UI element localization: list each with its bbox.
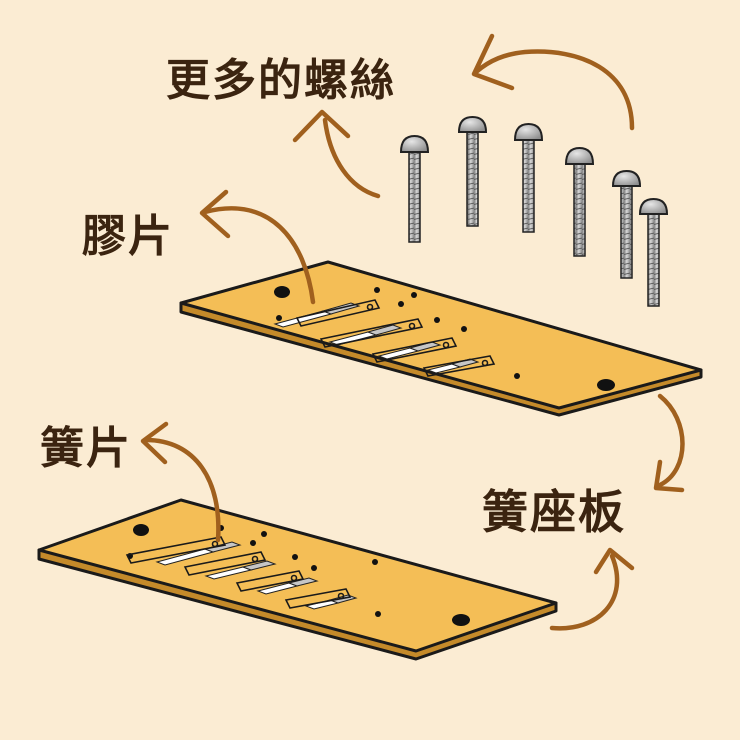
- screw-icon: [513, 122, 544, 233]
- curved-arrow-icon: [292, 109, 381, 199]
- reed-slots: [155, 541, 358, 610]
- screw-icon: [399, 134, 430, 243]
- arrows: [140, 33, 685, 631]
- gasket-label: 膠片: [82, 211, 174, 262]
- curved-arrow-icon: [471, 33, 635, 131]
- reed-label: 簧片: [40, 423, 132, 474]
- more-screws-label: 更多的螺絲: [166, 55, 396, 106]
- upper-plate: [179, 260, 703, 417]
- reed-plate-label: 簧座板: [482, 485, 626, 539]
- screw-icon: [457, 115, 488, 227]
- screw-icon: [564, 146, 595, 257]
- screw-group: [399, 115, 669, 307]
- curved-arrow-icon: [653, 393, 685, 493]
- reed-outlines: [125, 536, 352, 609]
- curved-arrow-icon: [140, 421, 221, 543]
- lower-plate: [37, 498, 558, 661]
- screw-icon: [611, 169, 642, 279]
- curved-arrow-icon: [549, 547, 635, 631]
- screw-icon: [638, 197, 669, 307]
- gasket-outlines: [295, 299, 496, 377]
- curved-arrow-icon: [199, 189, 316, 305]
